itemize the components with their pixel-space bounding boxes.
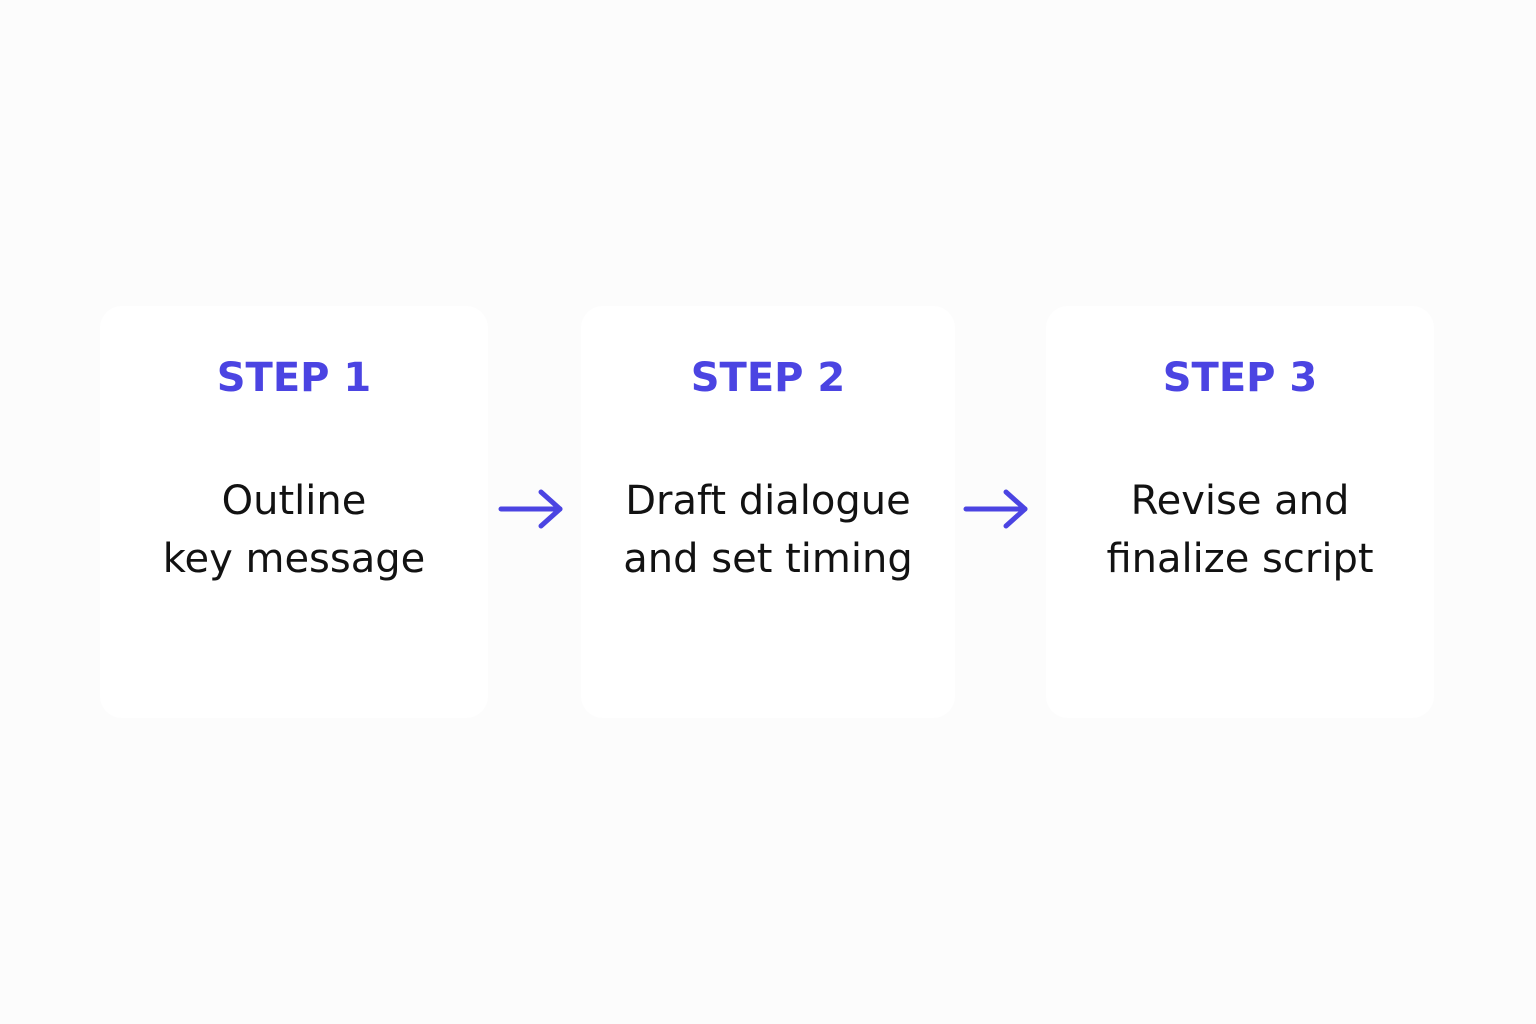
- step-card-2: STEP 2 Draft dialogue and set timing: [581, 306, 955, 718]
- step-description-line-2: finalize script: [1106, 536, 1374, 582]
- step-description: Revise and finalize script: [1046, 472, 1434, 588]
- step-label: STEP 1: [216, 355, 372, 401]
- step-description-line-2: key message: [162, 536, 426, 582]
- step-description-line-1: Revise and: [1130, 478, 1350, 524]
- step-card-1: STEP 1 Outline key message: [100, 306, 488, 718]
- step-label: STEP 3: [1162, 355, 1318, 401]
- arrow-right-icon: [498, 486, 568, 532]
- step-description: Draft dialogue and set timing: [581, 472, 955, 588]
- step-description-line-1: Outline: [221, 478, 367, 524]
- step-description: Outline key message: [100, 472, 488, 588]
- arrow-right-icon: [963, 486, 1033, 532]
- step-card-3: STEP 3 Revise and finalize script: [1046, 306, 1434, 718]
- step-label: STEP 2: [690, 355, 846, 401]
- step-description-line-1: Draft dialogue: [625, 478, 911, 524]
- step-description-line-2: and set timing: [623, 536, 913, 582]
